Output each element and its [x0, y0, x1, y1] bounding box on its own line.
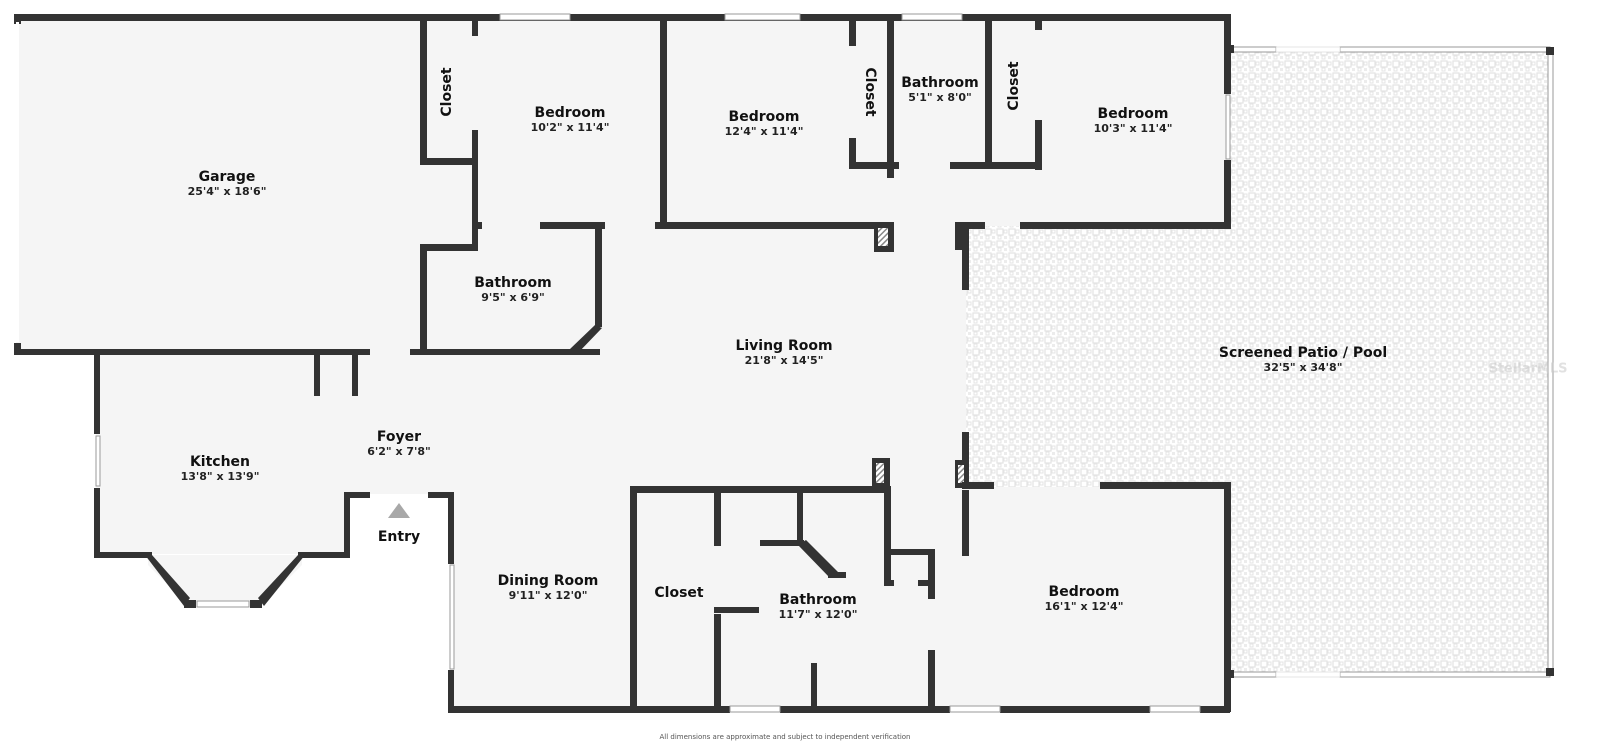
closet-label-3: Closet: [1006, 61, 1022, 111]
closet-label-2: Closet: [862, 67, 878, 117]
watermark: StellarMLS: [1488, 361, 1568, 377]
room-floors: [16, 16, 1228, 709]
closet-label-1: Closet: [439, 67, 455, 117]
entry-arrow-icon: [388, 503, 410, 518]
footer-note: All dimensions are approximate and subje…: [659, 733, 911, 741]
walls: [14, 14, 1231, 713]
windows: [95, 13, 1554, 713]
